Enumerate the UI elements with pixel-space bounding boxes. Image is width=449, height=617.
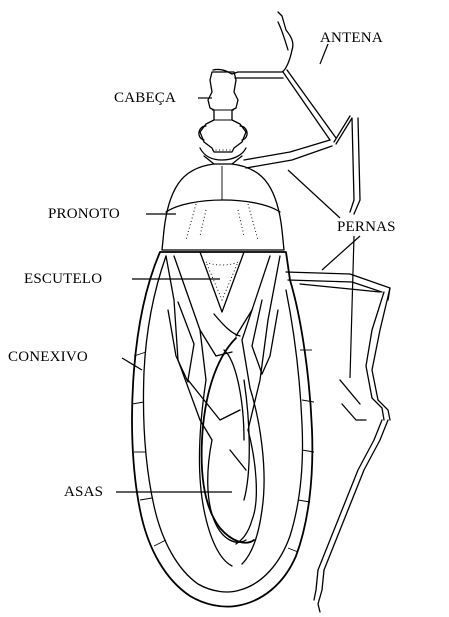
- antenna-drawing: [213, 12, 336, 140]
- leader-antena: [320, 44, 328, 64]
- label-asas: ASAS: [64, 484, 103, 500]
- pronotum-drawing: [162, 164, 284, 250]
- head-drawing: [199, 72, 247, 164]
- label-escutelo: ESCUTELO: [24, 271, 102, 287]
- label-conexivo: CONEXIVO: [8, 349, 88, 365]
- leader-conexivo: [122, 358, 142, 370]
- abdomen-drawing: [132, 252, 314, 607]
- label-antena: ANTENA: [320, 30, 383, 46]
- label-pronoto: PRONOTO: [48, 206, 120, 222]
- leader-pernas-3: [350, 236, 354, 378]
- wings-drawing: [166, 256, 280, 566]
- label-cabeca: CABEÇA: [114, 90, 176, 106]
- label-pernas: PERNAS: [337, 219, 396, 235]
- leader-pernas-1: [288, 170, 340, 218]
- scutellum-drawing: [200, 252, 244, 312]
